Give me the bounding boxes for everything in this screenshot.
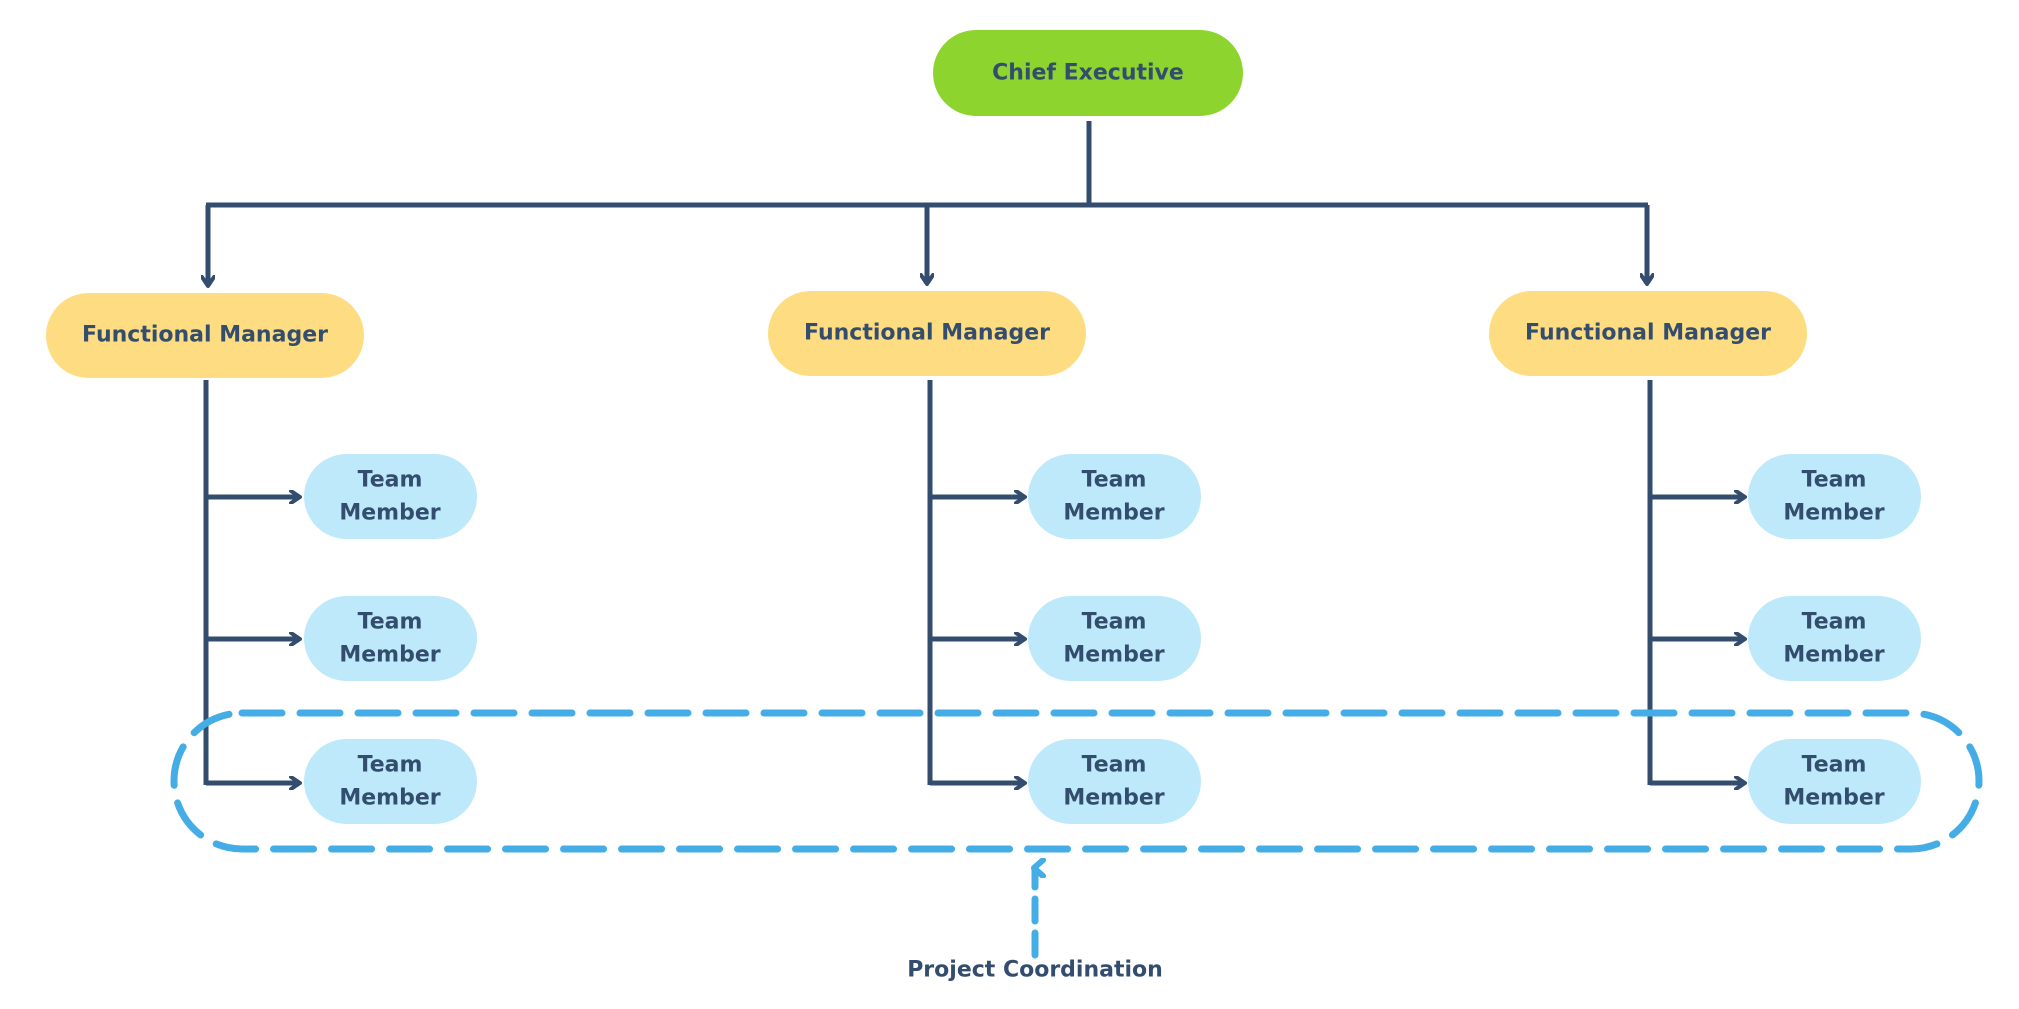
team-member-label-line2: Member (1783, 786, 1884, 811)
team-member-label-line1: Team (1802, 610, 1867, 635)
manager-2-connectors (927, 380, 1025, 785)
manager-label: Functional Manager (804, 321, 1050, 346)
executive-label: Chief Executive (992, 61, 1184, 86)
manager-3-connectors (1647, 380, 1745, 785)
team-member-node: Team Member (304, 596, 477, 681)
team-member-box (1748, 454, 1921, 539)
team-member-label-line1: Team (358, 610, 423, 635)
team-member-box (1028, 596, 1201, 681)
team-member-label-line1: Team (1082, 753, 1147, 778)
team-member-label-line1: Team (1802, 753, 1867, 778)
manager-node-1: Functional Manager (46, 293, 364, 378)
executive-connectors (206, 121, 1648, 286)
executive-node: Chief Executive (933, 30, 1243, 116)
team-member-label-line2: Member (1063, 786, 1164, 811)
team-member-box (304, 739, 477, 824)
manager-box (1489, 291, 1807, 376)
team-member-label-line1: Team (358, 753, 423, 778)
team-member-node: Team Member (304, 739, 477, 824)
manager-node-3: Functional Manager (1489, 291, 1807, 376)
team-member-node: Team Member (1028, 739, 1201, 824)
manager-1-connectors (203, 380, 300, 785)
team-member-node: Team Member (304, 454, 477, 539)
team-member-box (304, 454, 477, 539)
manager-node-2: Functional Manager (768, 291, 1086, 376)
manager-label: Functional Manager (82, 323, 328, 348)
team-member-label-line1: Team (1082, 610, 1147, 635)
team-member-label-line2: Member (1063, 501, 1164, 526)
team-member-box (1028, 739, 1201, 824)
project-coordination-label: Project Coordination (907, 958, 1163, 983)
executive-box (933, 30, 1243, 116)
team-member-node: Team Member (1748, 596, 1921, 681)
team-member-label-line1: Team (1802, 468, 1867, 493)
manager-box (46, 293, 364, 378)
team-member-box (1748, 739, 1921, 824)
project-coordination-boundary (170, 709, 1983, 853)
team-member-label-line2: Member (1063, 643, 1164, 668)
team-member-box (1028, 454, 1201, 539)
team-member-box (304, 596, 477, 681)
team-member-node: Team Member (1028, 454, 1201, 539)
team-member-label-line2: Member (339, 786, 440, 811)
team-member-node: Team Member (1748, 454, 1921, 539)
team-member-label-line2: Member (1783, 643, 1884, 668)
manager-label: Functional Manager (1525, 321, 1771, 346)
team-member-label-line2: Member (339, 501, 440, 526)
team-member-label-line1: Team (358, 468, 423, 493)
team-member-box (1748, 596, 1921, 681)
team-member-node: Team Member (1028, 596, 1201, 681)
team-member-label-line1: Team (1082, 468, 1147, 493)
team-member-label-line2: Member (339, 643, 440, 668)
team-member-label-line2: Member (1783, 501, 1884, 526)
team-member-node: Team Member (1748, 739, 1921, 824)
manager-box (768, 291, 1086, 376)
